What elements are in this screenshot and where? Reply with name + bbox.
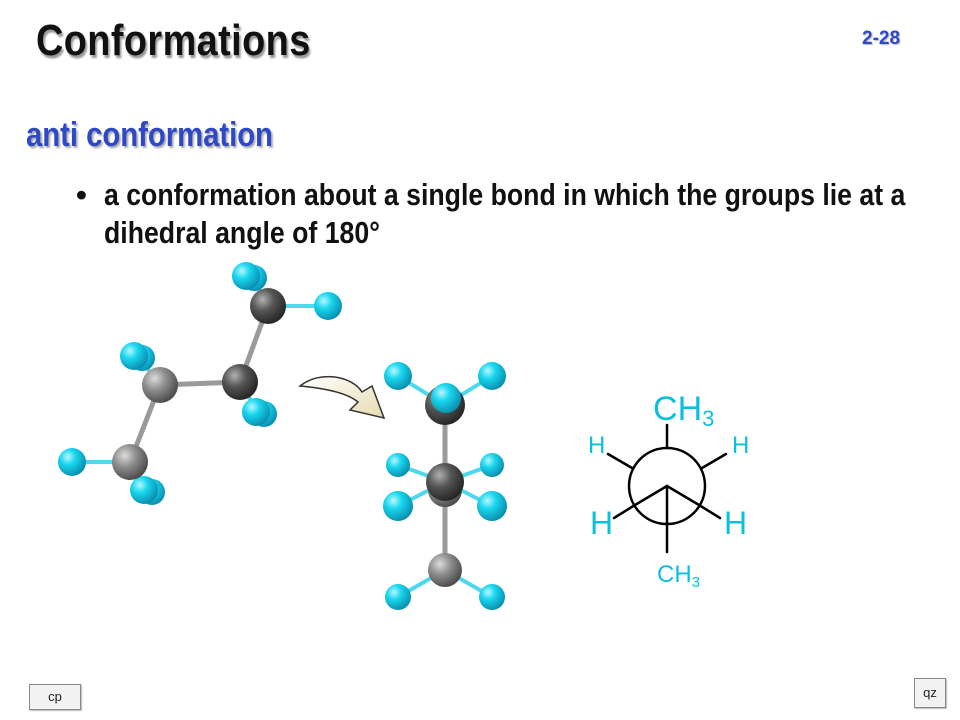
- newman-lower-right-h: H: [724, 505, 747, 541]
- newman-lower-left-h: H: [590, 505, 613, 541]
- rotation-arrow-icon: [298, 375, 386, 420]
- definition-text: a conformation about a single bond in wh…: [104, 177, 906, 250]
- slide-title: Conformations: [36, 16, 311, 65]
- newman-bottom-ch3: CH3: [657, 561, 700, 591]
- cp-nav-button[interactable]: cp: [29, 684, 81, 710]
- newman-projection: [606, 423, 728, 554]
- butane-end-on-model: [383, 362, 507, 610]
- newman-upper-right-h: H: [732, 432, 749, 459]
- newman-top-ch3: CH3: [653, 390, 714, 431]
- newman-upper-left-h: H: [588, 432, 605, 459]
- bullet-marker: •: [76, 177, 87, 212]
- qz-nav-button[interactable]: qz: [914, 678, 946, 708]
- butane-ball-stick-model: [58, 262, 342, 505]
- subtitle-anti-conformation: anti conformation: [26, 116, 273, 154]
- slide-number: 2-28: [862, 28, 901, 49]
